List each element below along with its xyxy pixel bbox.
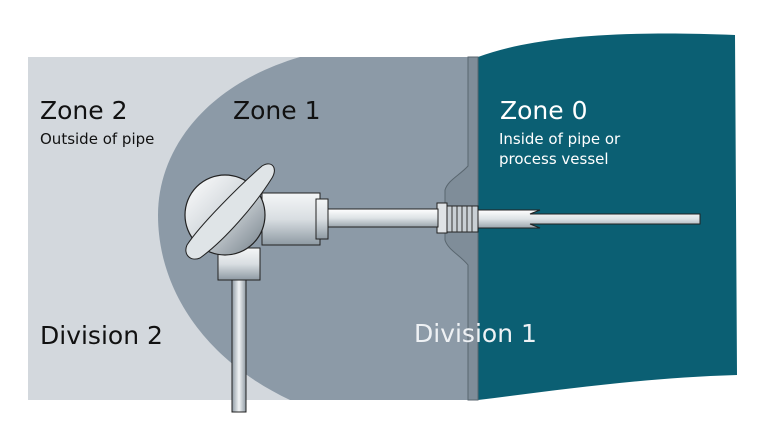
threaded-fitting-icon [436, 202, 479, 234]
division2-label: Division 2 [40, 321, 163, 350]
zone1-title: Zone 1 [233, 96, 321, 125]
conduit-pipe-icon [231, 269, 247, 413]
thermocouple-head-icon [184, 163, 329, 281]
zone2-title: Zone 2 [40, 96, 128, 125]
extension-rod [324, 208, 439, 228]
zone0-subtitle-line2: process vessel [499, 150, 609, 168]
zone0-title: Zone 0 [500, 96, 588, 125]
thermowell-icon [477, 209, 701, 229]
division1-label: Division 1 [414, 319, 537, 348]
zone0-subtitle-line1: Inside of pipe or [499, 130, 621, 148]
zone2-subtitle: Outside of pipe [40, 130, 154, 148]
